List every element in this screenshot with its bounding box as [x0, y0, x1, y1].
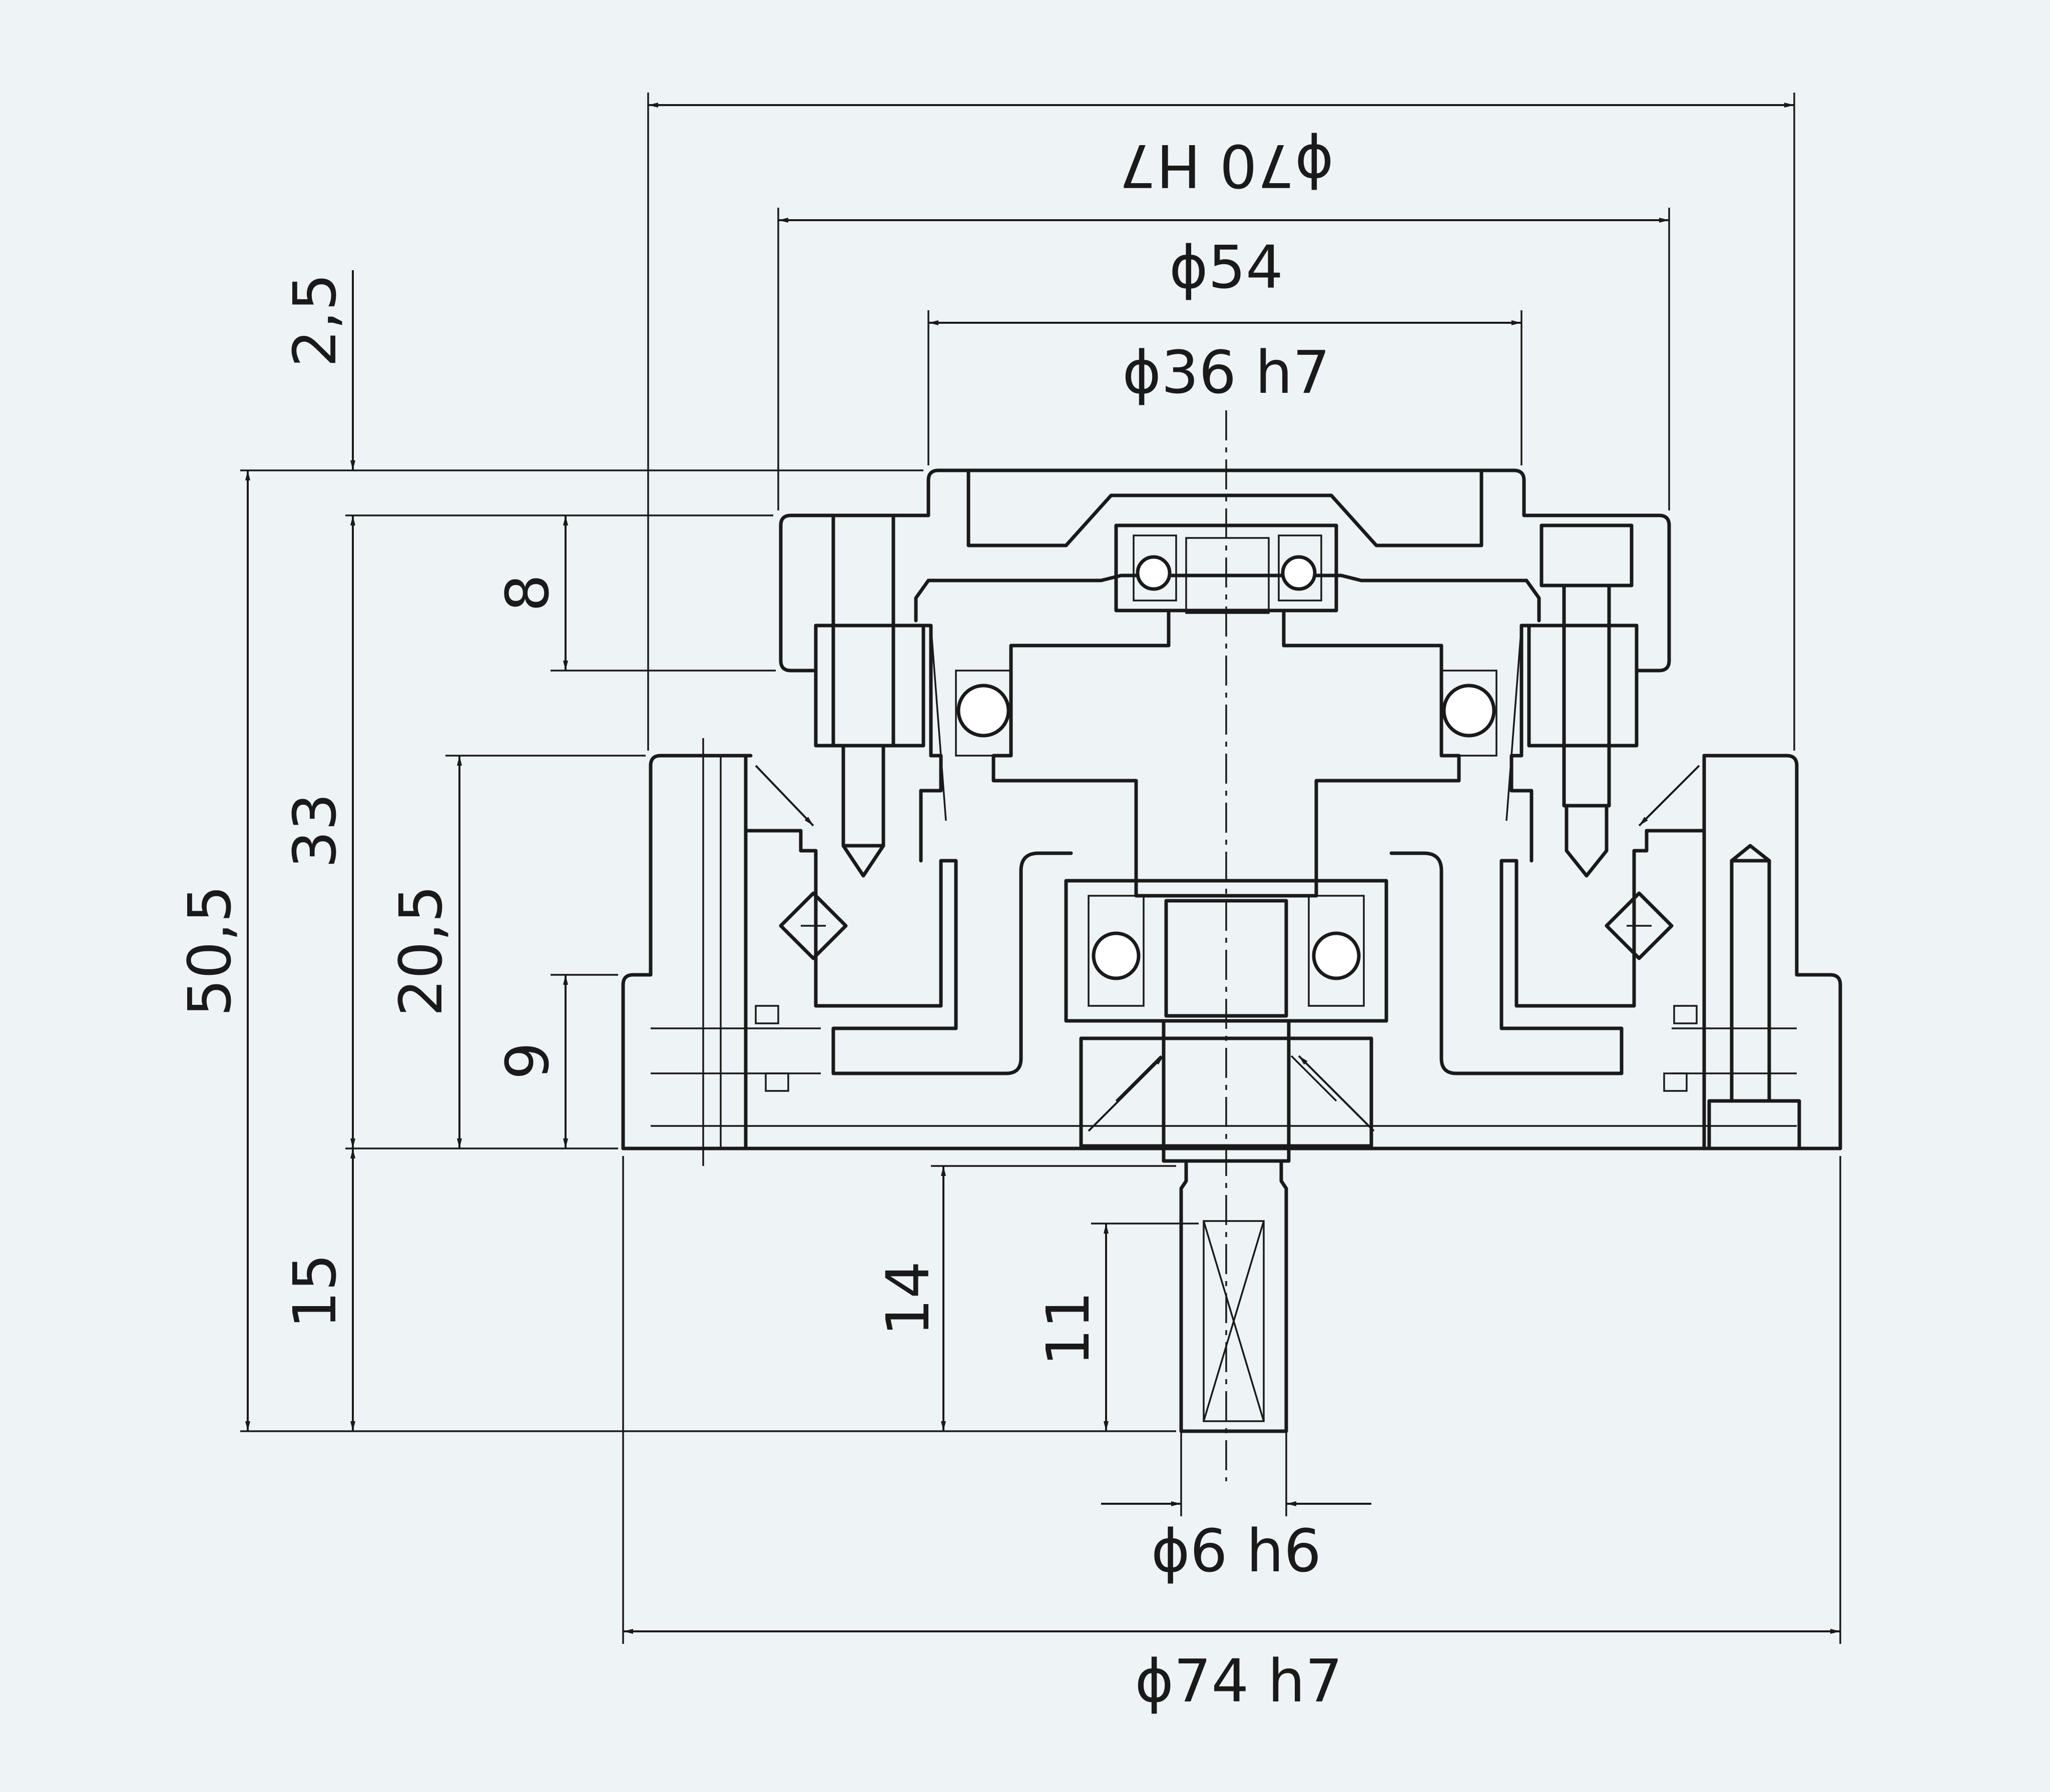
base-flange	[621, 754, 1842, 1150]
top-cover	[779, 468, 1671, 673]
label-h-9: 9	[493, 1042, 562, 1079]
label-h-50-5: 50,5	[175, 885, 244, 1017]
label-dia-6-h6: ϕ6 h6	[1151, 1516, 1321, 1585]
label-h-11: 11	[1034, 1291, 1103, 1366]
label-h-33: 33	[280, 793, 349, 868]
assembly	[621, 410, 1842, 1481]
label-dia-54: ϕ54	[1169, 233, 1283, 302]
dimension-labels: ϕ70 H7 ϕ54 ϕ36 h7 ϕ6 h6 ϕ74 h7 2,5 8 33 …	[175, 131, 1343, 1715]
label-h-14: 14	[873, 1261, 942, 1336]
label-dia-74-h7: ϕ74 h7	[1135, 1646, 1342, 1715]
label-h-20-5: 20,5	[386, 885, 455, 1017]
label-h-8: 8	[493, 574, 562, 612]
dimension-lines	[240, 93, 1841, 1644]
label-dia-36-h7: ϕ36 h7	[1122, 338, 1330, 407]
label-h-2-5: 2,5	[280, 273, 349, 367]
label-dia-70-h7: ϕ70 H7	[1119, 131, 1333, 200]
label-h-15: 15	[280, 1254, 349, 1329]
